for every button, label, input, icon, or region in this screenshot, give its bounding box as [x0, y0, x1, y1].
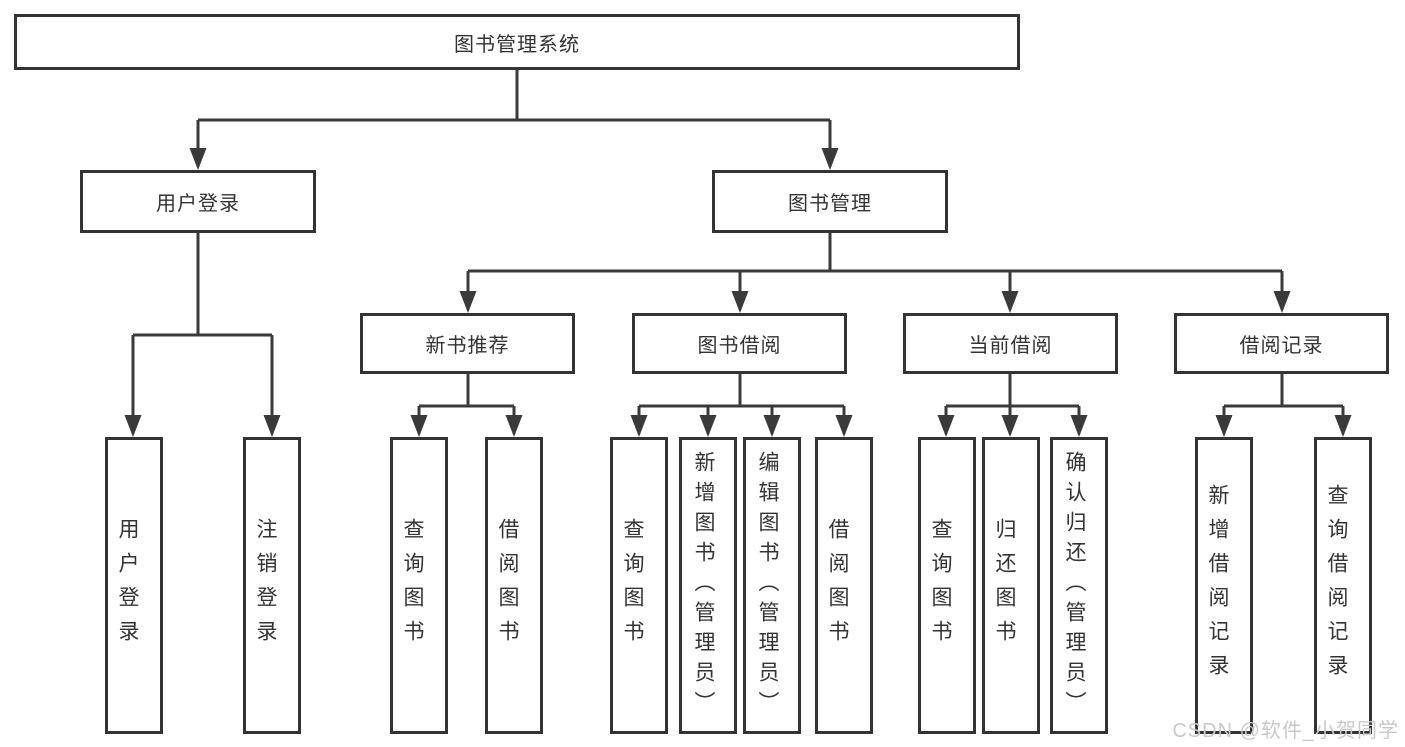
arrowhead-icon: [1215, 415, 1233, 437]
arrowhead-icon: [505, 415, 523, 437]
arrowhead-icon: [410, 415, 428, 437]
node-cb-confirm-return-admin-label: 确认归还（管理员）: [1063, 450, 1086, 721]
node-cb-query-books: 查询图书: [918, 437, 976, 734]
node-bb-add-books-admin-label: 新增图书（管理员）: [692, 450, 715, 721]
node-nbr-query-books-label: 查询图书: [401, 517, 424, 654]
arrowhead-icon: [699, 415, 717, 437]
node-new-book-recommendation: 新书推荐: [360, 313, 575, 374]
node-book-borrowing: 图书借阅: [632, 313, 847, 374]
node-bb-edit-books-admin: 编辑图书（管理员）: [743, 437, 801, 734]
node-user-login: 用户登录: [80, 170, 316, 233]
node-cb-return-books: 归还图书: [982, 437, 1040, 734]
arrowheads: [124, 148, 1352, 437]
node-br-add-borrow-record-label: 新增借阅记录: [1206, 483, 1229, 688]
node-cb-confirm-return-admin: 确认归还（管理员）: [1050, 437, 1108, 734]
node-library-management-system: 图书管理系统: [14, 14, 1020, 70]
node-cb-return-books-label: 归还图书: [993, 517, 1016, 654]
node-borrowing-records: 借阅记录: [1174, 313, 1389, 374]
arrowhead-icon: [1001, 415, 1019, 437]
node-br-query-borrow-record: 查询借阅记录: [1314, 437, 1372, 734]
node-bb-edit-books-admin-label: 编辑图书（管理员）: [756, 450, 779, 721]
arrowhead-icon: [1070, 415, 1088, 437]
node-bb-borrow-books: 借阅图书: [815, 437, 873, 734]
node-br-query-borrow-record-label: 查询借阅记录: [1325, 483, 1348, 688]
arrowhead-icon: [731, 291, 749, 313]
node-nbr-borrow-books: 借阅图书: [485, 437, 543, 734]
csdn-watermark: CSDN @软件_小贺同学: [1172, 720, 1399, 742]
node-current-borrowing: 当前借阅: [903, 313, 1118, 374]
node-logout-label: 注销登录: [254, 517, 277, 654]
arrowhead-icon: [821, 148, 839, 170]
node-bb-add-books-admin: 新增图书（管理员）: [679, 437, 737, 734]
node-bb-borrow-books-label: 借阅图书: [826, 517, 849, 654]
node-user-login-leaf-label: 用户登录: [116, 517, 139, 654]
node-book-management: 图书管理: [712, 170, 948, 233]
arrowhead-icon: [1334, 415, 1352, 437]
node-bb-query-books: 查询图书: [610, 437, 668, 734]
arrowhead-icon: [630, 415, 648, 437]
arrowhead-icon: [124, 415, 142, 437]
arrowhead-icon: [263, 415, 281, 437]
node-br-add-borrow-record: 新增借阅记录: [1195, 437, 1253, 734]
arrowhead-icon: [835, 415, 853, 437]
arrowhead-icon: [189, 148, 207, 170]
node-user-login-leaf: 用户登录: [105, 437, 163, 734]
arrowhead-icon: [763, 415, 781, 437]
node-logout: 注销登录: [243, 437, 301, 734]
node-nbr-borrow-books-label: 借阅图书: [496, 517, 519, 654]
node-nbr-query-books: 查询图书: [390, 437, 448, 734]
node-cb-query-books-label: 查询图书: [929, 517, 952, 654]
arrowhead-icon: [1001, 291, 1019, 313]
arrowhead-icon: [937, 415, 955, 437]
arrowhead-icon: [459, 291, 477, 313]
arrowhead-icon: [1273, 291, 1291, 313]
node-bb-query-books-label: 查询图书: [621, 517, 644, 654]
